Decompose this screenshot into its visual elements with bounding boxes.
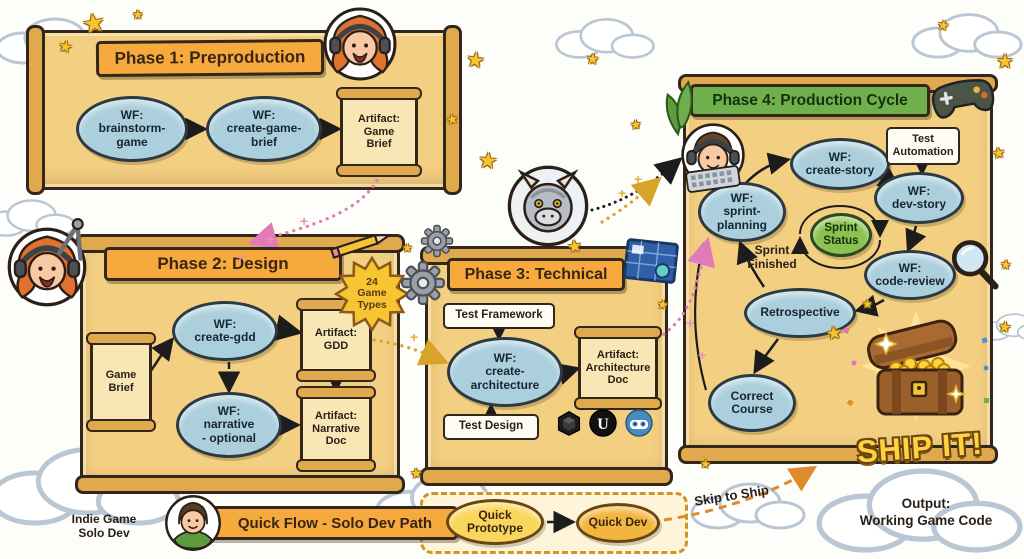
sparkle-icon: + — [698, 347, 707, 363]
magnifier-icon — [951, 240, 999, 290]
starburst-icon — [334, 256, 410, 332]
star-icon: ★ — [409, 464, 424, 482]
sparkle-icon: + — [410, 329, 419, 345]
phase4-banner: Phase 4: Production Cycle — [690, 84, 930, 117]
node-wf-brainstorm-game: WF: brainstorm- game — [76, 96, 188, 162]
star-icon: ★ — [862, 297, 873, 311]
star-icon: ★ — [132, 7, 144, 22]
cloud — [816, 468, 1023, 553]
compass-icon — [56, 218, 84, 261]
gear-icon — [401, 261, 445, 305]
cloud — [555, 17, 655, 59]
phase1-avatar — [323, 7, 397, 81]
game-controller-icon — [931, 79, 995, 119]
gear-icon — [420, 224, 454, 258]
node-quick-dev: Quick Dev — [576, 503, 660, 543]
cloud — [979, 313, 1024, 341]
phase2-banner: Phase 2: Design — [104, 247, 342, 281]
star-icon: ★ — [402, 241, 413, 255]
node-wf-create-gdd: WF: create-gdd — [172, 301, 278, 361]
star-icon: ★ — [999, 256, 1013, 273]
game-types-badge: 24 Game Types — [334, 256, 410, 332]
star-icon: ★ — [464, 47, 487, 74]
node-wf-create-game-brief: WF: create-game- brief — [206, 96, 322, 162]
node-game-brief: Game Brief — [86, 332, 156, 432]
node-wf-sprint-planning: WF: sprint- planning — [698, 182, 786, 242]
star-icon: ★ — [444, 110, 460, 128]
star-icon: ★ — [996, 318, 1013, 337]
star-icon: ★ — [476, 147, 500, 174]
solo-dev-label: Indie Game Solo Dev — [71, 512, 137, 541]
node-artifact-game-brief: Artifact: Game Brief — [336, 87, 422, 177]
star-icon: ★ — [629, 116, 643, 133]
star-icon: ★ — [990, 144, 1007, 163]
node-artifact-narrative-doc: Artifact: Narrative Doc — [296, 386, 376, 472]
leaves-icon — [665, 80, 693, 136]
node-retrospective: Retrospective — [744, 288, 856, 338]
star-icon: ★ — [824, 321, 844, 345]
node-test-automation: Test Automation — [886, 127, 960, 165]
star-icon: ★ — [699, 456, 712, 472]
node-artifact-architecture-doc: Artifact: Architecture Doc — [574, 326, 662, 410]
node-quick-prototype: Quick Prototype — [446, 499, 544, 545]
unity-icon — [557, 410, 581, 436]
sparkle-icon: + — [236, 249, 245, 265]
solo-dev-avatar — [165, 495, 221, 551]
sprint-finished-label: Sprint Finished — [747, 243, 797, 271]
keyboard-icon — [685, 165, 741, 193]
star-icon: ★ — [935, 16, 951, 34]
phase3-banner: Phase 3: Technical — [447, 258, 625, 291]
star-icon: ★ — [656, 296, 670, 313]
godot-icon — [625, 409, 653, 437]
node-wf-code-review: WF: code-review — [864, 250, 956, 300]
node-wf-dev-story: WF: dev-story — [874, 172, 964, 224]
blueprint-icon — [623, 238, 679, 284]
sparkle-icon: + — [618, 185, 627, 201]
unreal-icon: U — [589, 409, 617, 437]
node-wf-create-architecture: WF: create- architecture — [447, 337, 563, 407]
phase1-banner: Phase 1: Preproduction — [95, 39, 325, 77]
svg-text:U: U — [597, 416, 609, 433]
sparkle-icon: + — [266, 231, 275, 247]
cloud — [911, 13, 1023, 59]
sparkle-icon: + — [300, 213, 309, 229]
sparkle-icon: + — [686, 315, 695, 331]
node-correct-course: Correct Course — [708, 374, 796, 432]
node-test-framework: Test Framework — [443, 303, 555, 329]
star-icon: ★ — [79, 6, 108, 40]
phase3-avatar-dragon — [507, 165, 589, 247]
star-icon: ★ — [585, 50, 601, 69]
sparkle-icon: + — [634, 171, 643, 187]
treasure-chest — [843, 311, 989, 421]
node-wf-narrative: WF: narrative - optional — [176, 392, 282, 458]
node-wf-create-story: WF: create-story — [790, 138, 890, 190]
node-sprint-status: Sprint Status — [810, 213, 872, 257]
output-caption: Output: Working Game Code — [859, 496, 993, 528]
game-types-badge-label: 24 Game Types — [357, 276, 387, 311]
node-test-design: Test Design — [443, 414, 539, 440]
star-icon: ★ — [996, 51, 1014, 73]
star-icon: ★ — [565, 236, 584, 257]
